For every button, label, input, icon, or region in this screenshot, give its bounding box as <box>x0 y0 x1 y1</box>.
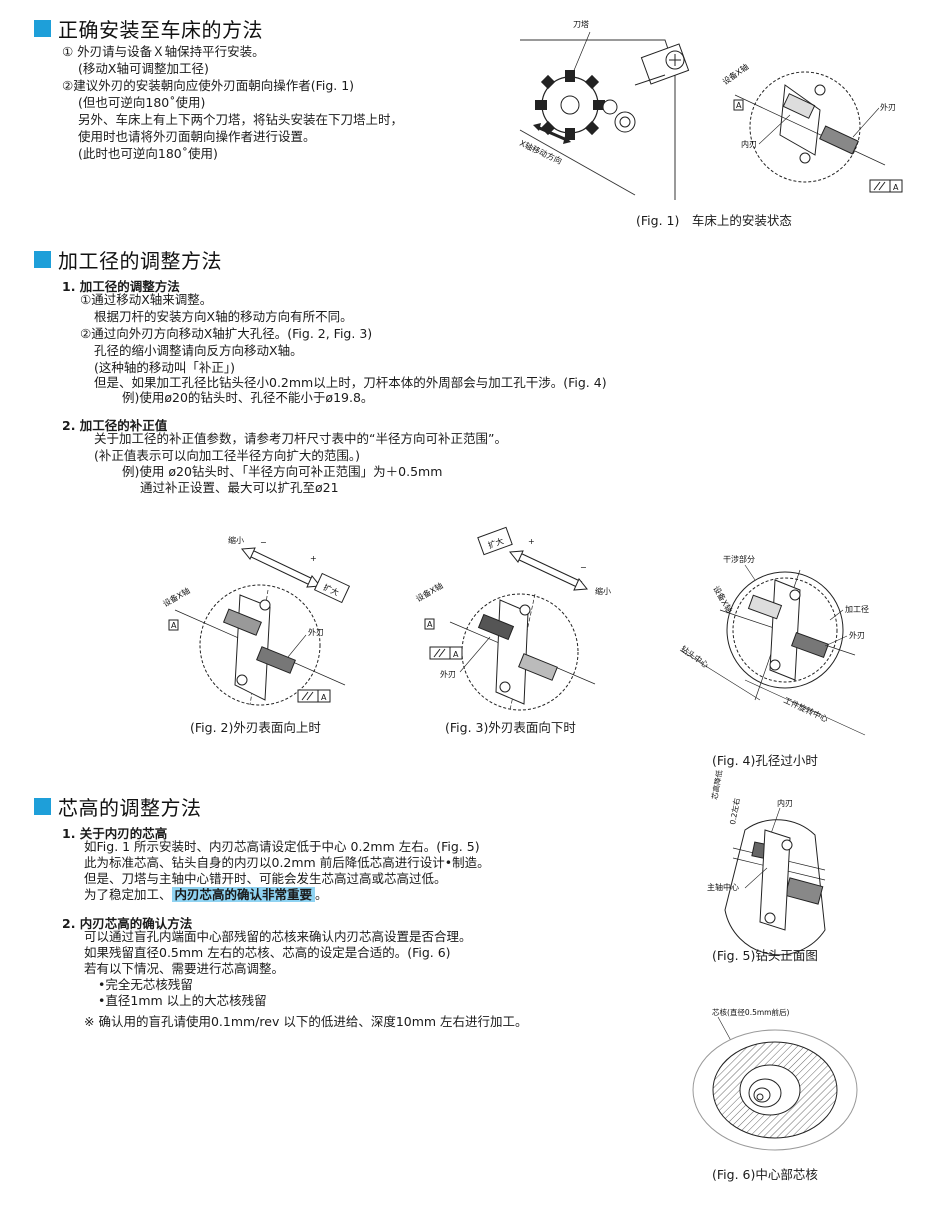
label-inner-edge: 内刃 <box>741 139 757 149</box>
label-center-drop: 芯高降低 <box>709 769 724 801</box>
text-line: •直径1mm 以上的大芯核残留 <box>98 993 267 1008</box>
text-line: 如果残留直径0.5mm 左右的芯核、芯高的设定是合适的。(Fig. 6) <box>84 945 451 960</box>
text-line: 可以通过盲孔内端面中心部残留的芯核来确认内刃芯高设置是否合理。 <box>84 929 472 944</box>
text-line: 使用时也请将外刃面朝向操作者进行设置。 <box>78 129 316 144</box>
label-machine-xaxis: 设备X轴 <box>414 580 445 603</box>
section-title: 加工径的调整方法 <box>58 249 222 273</box>
fig6-center-core-diagram: 芯核(直径0.5mm前后) <box>692 1007 858 1151</box>
section-heading-diameter: 加工径的调整方法 <box>34 245 222 274</box>
subheading: 2. 加工径的补正值 <box>62 418 168 433</box>
text-line: 通过补正设置、最大可以扩孔至ø21 <box>140 480 339 495</box>
label-machining-dia: 加工径 <box>845 604 869 614</box>
label-core: 芯核(直径0.5mm前后) <box>712 1007 789 1017</box>
section-heading-installation: 正确安装至车床的方法 <box>34 14 263 43</box>
text-line: (但也可逆向180˚使用) <box>78 95 206 110</box>
label-outer-edge: 外刃 <box>440 669 456 679</box>
fig1-lathe-installation-diagram: 刀塔 X轴移动方向 设备X轴 A 外刃 内刃 A <box>518 19 903 200</box>
label-outer-edge: 外刃 <box>849 630 865 640</box>
label-interference: 干涉部分 <box>723 554 755 564</box>
svg-text:−: − <box>580 563 587 572</box>
section-marker <box>34 20 51 37</box>
svg-text:A: A <box>171 621 177 630</box>
text-line: (这种轴的移动叫「补正」) <box>94 360 236 375</box>
label-machine-xaxis: 设备X轴 <box>720 62 750 87</box>
svg-text:A: A <box>893 183 899 192</box>
text-line: ②建议外刃的安装朝向应使外刃面朝向操作者(Fig. 1) <box>62 78 355 93</box>
fig5-drill-front-view: 芯高降低 0.2左右 内刃 主轴中心 <box>707 769 826 956</box>
section-heading-center-height: 芯高的调整方法 <box>34 792 202 821</box>
svg-text:A: A <box>453 650 459 659</box>
fig2-outer-edge-up-diagram: 缩小 − + 扩大 设备X轴 A 外刃 A <box>161 535 351 706</box>
text-line: (移动X轴可调整加工径) <box>78 61 209 76</box>
svg-text:+: + <box>310 554 317 563</box>
label-turret: 刀塔 <box>573 19 589 29</box>
text-line: 若有以下情况、需要进行芯高调整。 <box>84 961 285 976</box>
fig6-caption: (Fig. 6)中心部芯核 <box>712 1167 818 1182</box>
label-datum: A <box>736 101 742 110</box>
label-inner-edge: 内刃 <box>777 798 793 808</box>
label-shrink: 缩小 <box>228 535 244 545</box>
text-line: 如Fig. 1 所示安装时、内刃芯高请设定低于中心 0.2mm 左右。(Fig.… <box>84 839 480 854</box>
label-work-center: 工件旋转中心 <box>782 695 830 724</box>
text-line: 例)使用 ø20钻头时、「半径方向可补正范围」为＋0.5mm <box>122 464 443 479</box>
section-title: 芯高的调整方法 <box>58 796 202 820</box>
text-line: 为了稳定加工、内刃芯高的确认非常重要。 <box>84 887 328 902</box>
text-line: 孔径的缩小调整请向反方向移动X轴。 <box>94 343 303 358</box>
label-outer-edge: 外刃 <box>880 102 896 112</box>
highlight-important: 内刃芯高的确认非常重要 <box>171 887 316 902</box>
text-line: 根据刀杆的安装方向X轴的移动方向有所不同。 <box>94 309 353 324</box>
fig4-small-hole-diagram: 干涉部分 设备X轴 加工径 外刃 钻头中心 工件旋转中心 <box>679 554 869 736</box>
text-line: •完全无芯核残留 <box>98 977 193 992</box>
fig1-caption: (Fig. 1) 车床上的安装状态 <box>636 213 792 228</box>
section-marker <box>34 251 51 268</box>
fig5-caption: (Fig. 5)钻头正面图 <box>712 948 818 963</box>
subheading: 1. 关于内刃的芯高 <box>62 826 168 841</box>
section-marker <box>34 798 51 815</box>
label-amount: 0.2左右 <box>727 797 742 826</box>
text-line: (此时也可逆向180˚使用) <box>78 146 218 161</box>
text-line: 关于加工径的补正值参数，请参考刀杆尺寸表中的“半径方向可补正范围”。 <box>94 431 507 446</box>
label-machine-xaxis: 设备X轴 <box>711 584 734 615</box>
label-drill-center: 钻头中心 <box>679 643 711 670</box>
svg-text:−: − <box>260 538 267 547</box>
fig3-outer-edge-down-diagram: 扩大 + − 缩小 设备X轴 A A 外刃 <box>414 526 611 711</box>
label-outer-edge: 外刃 <box>308 627 324 637</box>
fig3-caption: (Fig. 3)外刃表面向下时 <box>445 720 576 735</box>
note-line: ※ 确认用的盲孔请使用0.1mm/rev 以下的低进给、深度10mm 左右进行加… <box>84 1014 528 1029</box>
label-spindle-center: 主轴中心 <box>707 882 739 892</box>
svg-text:A: A <box>321 693 327 702</box>
text-line: 但是、刀塔与主轴中心错开时、可能会发生芯高过高或芯高过低。 <box>84 871 447 886</box>
text-line: ②通过向外刃方向移动X轴扩大孔径。(Fig. 2, Fig. 3) <box>80 326 373 341</box>
label-shrink: 缩小 <box>595 586 611 596</box>
label-machine-xaxis: 设备X轴 <box>161 585 192 608</box>
text-line: ① 外刃请与设备Ｘ轴保持平行安装。 <box>62 44 265 59</box>
text-line: 但是、如果加工孔径比钻头径小0.2mm以上时，刀杆本体的外周部会与加工孔干涉。(… <box>94 375 607 390</box>
fig4-caption: (Fig. 4)孔径过小时 <box>712 753 818 768</box>
svg-text:+: + <box>528 537 535 546</box>
fig2-caption: (Fig. 2)外刃表面向上时 <box>190 720 321 735</box>
text-line: 另外、车床上有上下两个刀塔，将钻头安装在下刀塔上时， <box>78 112 404 127</box>
text-line: 此为标准芯高、钻头自身的内刃以0.2mm 前后降低芯高进行设计•制造。 <box>84 855 490 870</box>
svg-text:A: A <box>427 620 433 629</box>
subheading: 1. 加工径的调整方法 <box>62 279 180 294</box>
text-line: ①通过移动X轴来调整。 <box>80 292 213 307</box>
text-line: (补正值表示可以向加工径半径方向扩大的范围。) <box>94 448 361 463</box>
text-line: 例)使用ø20的钻头时、孔径不能小于ø19.8。 <box>122 390 374 405</box>
section-title: 正确安装至车床的方法 <box>58 18 263 42</box>
subheading: 2. 内刃芯高的确认方法 <box>62 916 193 931</box>
